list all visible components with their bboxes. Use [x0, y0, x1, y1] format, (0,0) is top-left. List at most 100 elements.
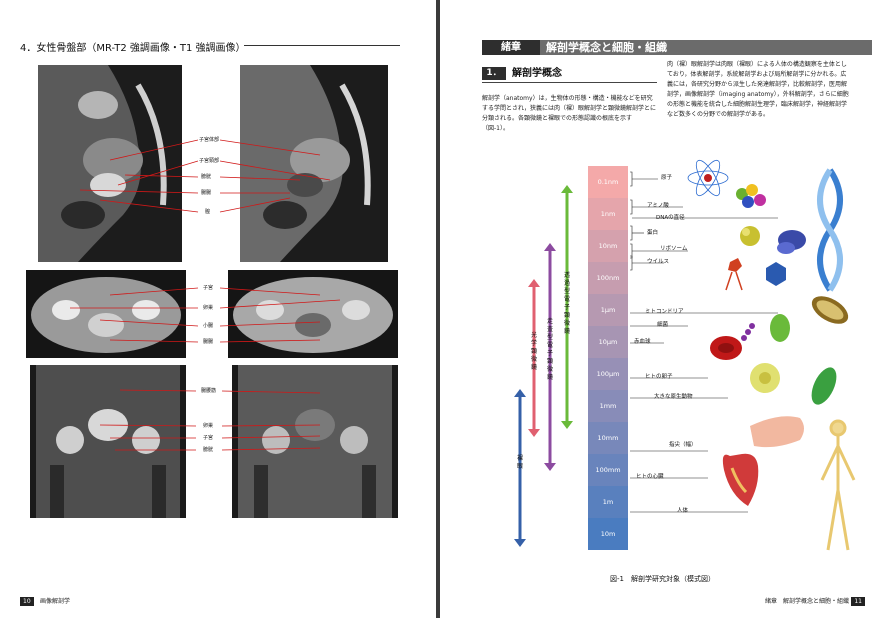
item-ribosome: リボソーム	[660, 246, 688, 252]
right-page-number: 11	[851, 597, 865, 606]
item-amino-acid: アミノ酸	[647, 203, 669, 209]
left-page-number: 10	[20, 597, 34, 606]
scale-segment: 1nm	[588, 198, 628, 230]
arrow-label-naked-eye: 裸眼	[516, 455, 523, 470]
scale-label: 1m	[602, 498, 614, 506]
item-virus: ウイルス	[647, 259, 670, 265]
label-vagina: 膣	[204, 209, 212, 215]
left-page: 4．女性骨盤部（MR-T2 強調画像・T1 強調画像）	[0, 0, 436, 618]
section-rule	[244, 45, 400, 46]
intro-paragraph-right: 肉（裸）眼解剖学は肉眼（裸眼）による人体の構造観察を主体としており，体表解剖学，…	[667, 61, 849, 118]
arrow-label-tem: 透過型電子顕微鏡	[563, 272, 570, 335]
label-iliopsoas: 腸腰筋	[200, 388, 218, 394]
label-ovary-axial: 卵巣	[202, 305, 215, 311]
protozoa-illustration	[811, 367, 837, 405]
arrow-naked-eye	[514, 389, 526, 547]
item-bacteria: 細菌	[657, 322, 669, 328]
protein-illustration	[740, 226, 760, 246]
left-running-title: 画像解剖学	[40, 598, 71, 605]
intro-paragraph-left: 解剖学（anatomy）は，生物体の形態・構造・機能などを研究する学問とされ，狭…	[482, 95, 657, 132]
right-page: 緒章 解剖学概念と細胞・組織 1． 解剖学概念 解剖学（anatomy）は，生物…	[440, 0, 875, 618]
scale-segment: 10m	[588, 518, 628, 550]
label-uterine-body: 子宮体部	[198, 137, 221, 143]
item-atom: 原子	[661, 175, 673, 181]
subsection-rule	[482, 82, 657, 83]
scale-segment: 100mm	[588, 454, 628, 486]
item-protein: 蛋白	[647, 230, 659, 236]
scale-segment: 10mm	[588, 422, 628, 454]
item-fingertip: 指尖（幅）	[669, 442, 697, 448]
mitochondria-illustration	[811, 296, 849, 324]
item-human-heart: ヒトの心臓	[636, 474, 664, 480]
item-leaders	[630, 171, 778, 513]
label-bladder: 膀胱	[200, 174, 213, 180]
label-cervix: 子宮頸部	[198, 158, 221, 164]
subsection-title: 解剖学概念	[512, 68, 562, 79]
label-uterus-coronal: 子宮	[202, 435, 215, 441]
range-arrows	[514, 185, 573, 547]
scale-segment: 1m	[588, 486, 628, 518]
amino-acid-illustration	[736, 184, 766, 208]
ribosome-illustration	[777, 230, 806, 254]
mri-coronal-t1	[232, 365, 398, 518]
arrow-light	[528, 279, 540, 437]
subsection-number: 1．	[482, 67, 506, 80]
scale-label: 10μm	[598, 338, 618, 346]
scale-segment: 10nm	[588, 230, 628, 262]
scale-bar: 0.1nm 1nm 10nm 100nm 1μm 10μm 100μm 1mm 10mm 100m…	[588, 166, 628, 550]
label-small-intestine: 小腸	[202, 323, 215, 329]
scale-label: 100μm	[596, 370, 620, 378]
dna-illustration	[817, 168, 843, 292]
arrow-sem	[544, 243, 556, 471]
virus-illustration	[725, 258, 786, 291]
scale-segment: 100μm	[588, 358, 628, 390]
label-rectum-axial: 腸腸	[202, 339, 215, 345]
leader-lines	[70, 139, 341, 451]
right-running-title: 緒章 解剖学概念と細胞・組織	[764, 598, 849, 605]
item-mitochondria: ミトコンドリア	[645, 309, 684, 315]
mri-sagittal-t2	[38, 65, 182, 262]
item-dna-diameter: DNAの直径	[656, 215, 685, 221]
human-egg-illustration	[750, 363, 780, 393]
chapter-banner	[482, 40, 872, 55]
heart-illustration	[722, 453, 759, 506]
mri-sagittal-t1	[240, 65, 388, 262]
label-ovary-coronal: 卵巣	[202, 423, 215, 429]
scale-label: 10mm	[597, 434, 619, 442]
scale-segment: 0.1nm	[588, 166, 628, 198]
scale-label: 1nm	[600, 210, 616, 218]
label-uterus-axial: 子宮	[202, 285, 215, 291]
scale-label: 1μm	[600, 306, 616, 314]
item-human-egg: ヒトの卵子	[645, 374, 673, 380]
scale-segment: 100nm	[588, 262, 628, 294]
arrow-tem	[561, 185, 573, 429]
figure-caption: 図-1 解剖学研究対象（模式図）	[610, 575, 715, 583]
gutter	[436, 0, 440, 618]
finger-illustration	[750, 416, 804, 448]
chapter-title: 解剖学概念と細胞・組織	[546, 41, 667, 54]
scale-label: 100nm	[596, 274, 620, 282]
item-protozoa: 大きな原生動物	[654, 394, 693, 400]
item-human-body: 人体	[677, 508, 689, 514]
illustrations	[687, 159, 856, 551]
red-blood-cell-illustration	[710, 336, 742, 360]
chapter-tag: 緒章	[482, 40, 540, 55]
scale-label: 1mm	[599, 402, 617, 410]
scale-segment: 1μm	[588, 294, 628, 326]
section-title: 4．女性骨盤部（MR-T2 強調画像・T1 強調画像）	[20, 43, 246, 54]
arrow-label-light: 光学顕微鏡	[530, 332, 537, 371]
scale-label: 0.1nm	[597, 178, 619, 186]
label-rectum: 腸腸	[200, 190, 213, 196]
bacteria-illustration	[741, 314, 790, 342]
scale-label: 10m	[600, 530, 616, 538]
atom-illustration	[687, 159, 729, 197]
mri-axial-t2	[26, 270, 186, 358]
scale-segment: 10μm	[588, 326, 628, 358]
scale-segment: 1mm	[588, 390, 628, 422]
scale-label: 10nm	[598, 242, 618, 250]
scale-label: 100mm	[595, 466, 621, 474]
mri-axial-t1	[228, 270, 398, 358]
item-red-blood-cell: 赤血球	[634, 339, 651, 345]
skeleton-illustration	[820, 419, 856, 551]
